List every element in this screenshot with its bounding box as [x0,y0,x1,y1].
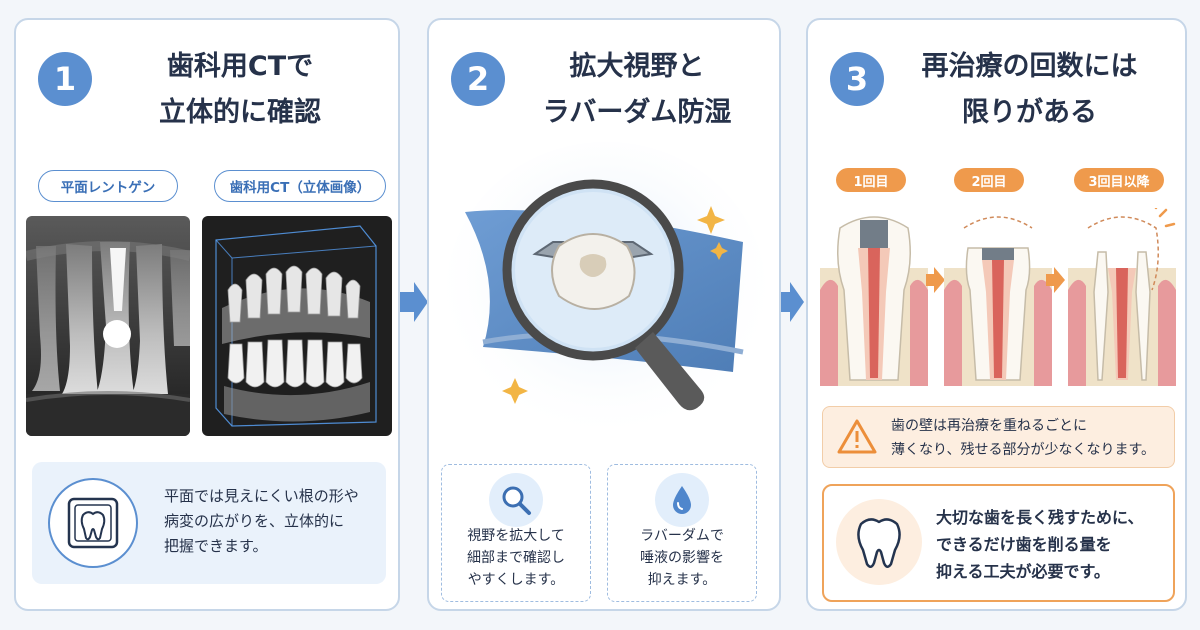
title-line: 限りがある [962,97,1097,128]
info-line: 視野を拡大して [467,528,565,544]
preserve-tooth-text: 大切な歯を長く残すために、 できるだけ歯を削る量を 抑える工夫が必要です。 [936,504,1144,585]
step-2-panel: 2 拡大視野と ラバーダム防湿 [427,18,781,611]
tooth-icon [836,499,922,585]
flow-arrow-icon [774,280,806,328]
stage-label-3: 3回目以降 [1074,168,1164,192]
rubber-dam-info-text: ラバーダムで 唾液の影響を 抑えます。 [608,525,756,591]
tooth-stage-3 [1068,200,1176,386]
label-flat-xray: 平面レントゲン [38,170,178,202]
water-drop-icon [655,473,709,527]
magnify-info-text: 視野を拡大して 細部まで確認し やすくします。 [442,525,590,591]
info-line: 薄くなり、残せる部分が少なくなります。 [891,442,1156,458]
info-line: 抑える工夫が必要です。 [936,562,1110,581]
info-line: 歯の壁は再治療を重ねるごとに [891,418,1087,434]
stage-label-1: 1回目 [836,168,906,192]
tooth-stage-1 [820,208,928,386]
info-line: 平面では見えにくい根の形や [164,487,359,505]
step-title: 拡大視野と ラバーダム防湿 [509,44,765,136]
magnified-tooth-illustration [443,142,769,448]
flow-arrow-icon [398,280,430,328]
ct-info-text: 平面では見えにくい根の形や 病変の広がりを、立体的に 把握できます。 [164,484,359,559]
title-line: 拡大視野と [569,51,705,82]
info-line: 病変の広がりを、立体的に [164,512,345,530]
preserve-tooth-box: 大切な歯を長く残すために、 できるだけ歯を削る量を 抑える工夫が必要です。 [822,484,1175,602]
info-line: 大切な歯を長く残すために、 [936,508,1144,527]
info-line: できるだけ歯を削る量を [936,535,1112,554]
stage-label-2: 2回目 [954,168,1024,192]
step-title: 歯科用CTで 立体的に確認 [96,44,384,136]
info-line: 把握できます。 [164,537,268,555]
step-number-badge: 3 [830,52,884,106]
ct-3d-image [202,216,392,436]
info-line: ラバーダムで [640,528,724,544]
title-line: ラバーダム防湿 [542,97,732,128]
stage-arrow-icon [926,266,946,298]
rubber-dam-info-box: ラバーダムで 唾液の影響を 抑えます。 [607,464,757,602]
title-line: 歯科用CTで [166,51,314,82]
magnifier-icon [489,473,543,527]
step-number-badge: 2 [451,52,505,106]
step-number-badge: 1 [38,52,92,106]
magnify-info-box: 視野を拡大して 細部まで確認し やすくします。 [441,464,591,602]
warning-icon [837,418,877,460]
title-line: 再治療の回数には [921,51,1138,82]
step-title: 再治療の回数には 限りがある [888,44,1171,136]
flat-xray-image [26,216,190,436]
title-line: 立体的に確認 [159,97,321,128]
warning-box: 歯の壁は再治療を重ねるごとに 薄くなり、残せる部分が少なくなります。 [822,406,1175,468]
info-line: やすくします。 [467,572,565,588]
info-line: 唾液の影響を [640,550,724,566]
step-3-panel: 3 再治療の回数には 限りがある 1回目 2回目 3回目以降 [806,18,1187,611]
xray-tooth-icon [48,478,138,568]
tooth-stage-2 [944,208,1052,386]
ct-info-box: 平面では見えにくい根の形や 病変の広がりを、立体的に 把握できます。 [32,462,386,584]
info-line: 抑えます。 [647,572,717,588]
label-dental-ct: 歯科用CT（立体画像） [214,170,386,202]
stage-arrow-icon [1046,266,1066,298]
warning-text: 歯の壁は再治療を重ねるごとに 薄くなり、残せる部分が少なくなります。 [891,414,1155,462]
step-1-panel: 1 歯科用CTで 立体的に確認 平面レントゲン 歯科用CT（立体画像） [14,18,400,611]
info-line: 細部まで確認し [467,550,565,566]
